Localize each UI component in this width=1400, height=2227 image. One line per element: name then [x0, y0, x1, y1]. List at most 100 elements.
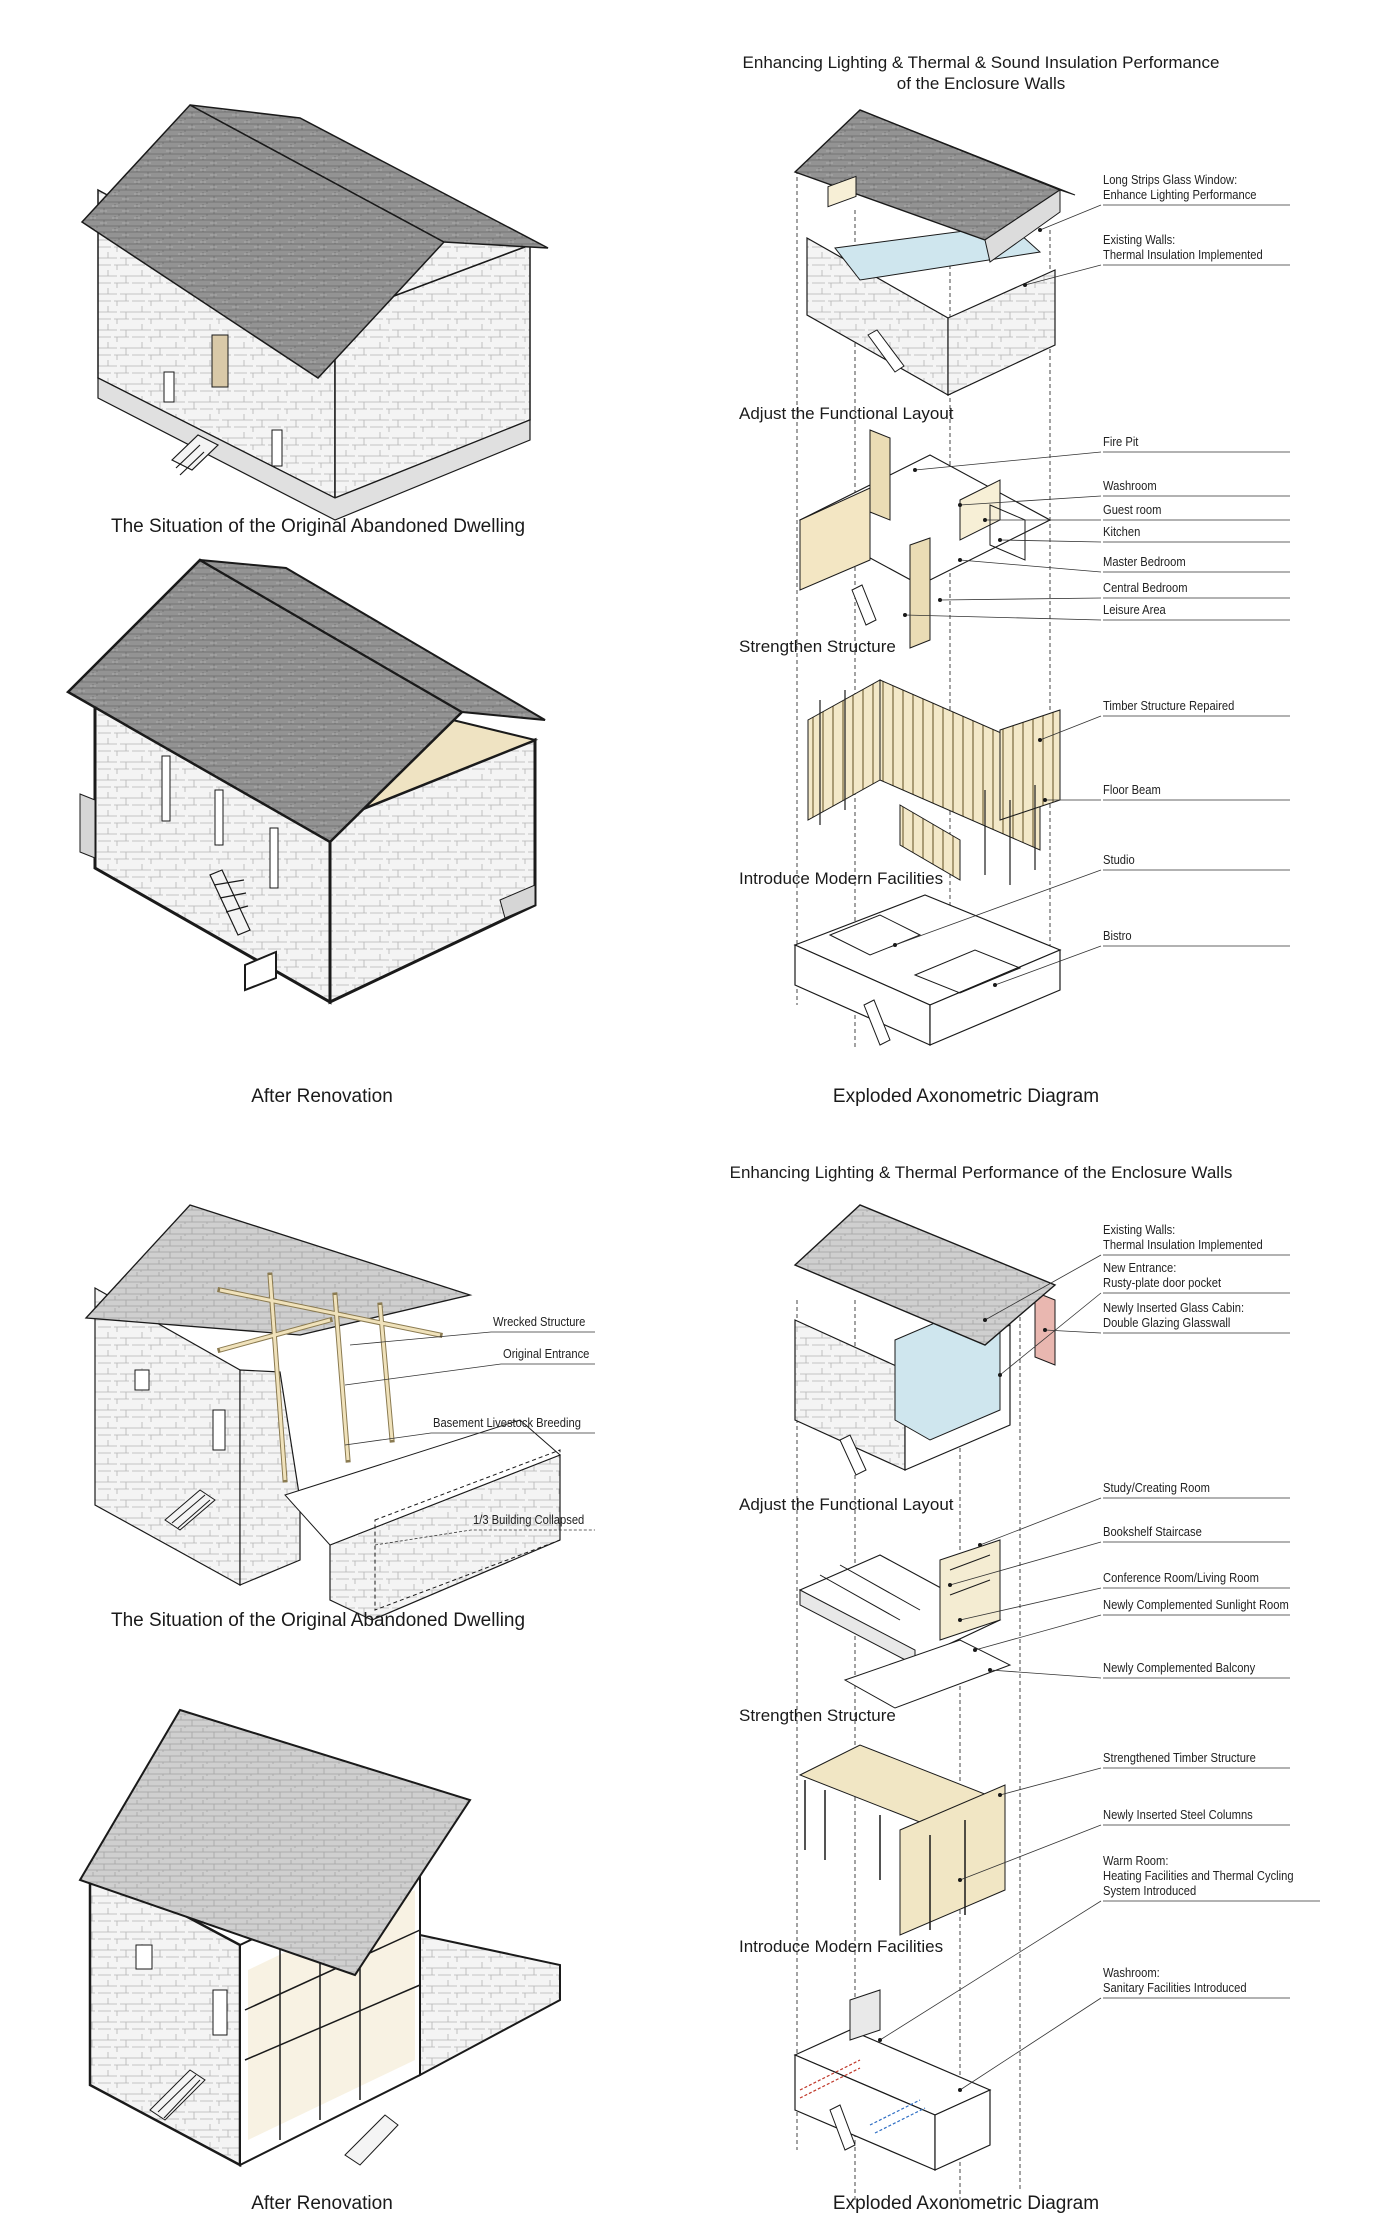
top-label-5-dot — [983, 518, 987, 522]
top-label-10-leader — [1039, 715, 1102, 741]
top-label-4-line-1: Washroom — [1103, 478, 1157, 493]
bottom-label-9-line-1: Strengthened Timber Structure — [1103, 1750, 1256, 1765]
bottom-label-3-leader — [1044, 1329, 1102, 1334]
bottom-label-7-dot — [973, 1648, 977, 1652]
top-label-3-line-1: Fire Pit — [1103, 434, 1139, 449]
top-label-10-dot — [1038, 738, 1042, 742]
bottom-label-6-leader — [959, 1587, 1102, 1621]
bottom-label-11-line-3: System Introduced — [1103, 1883, 1197, 1898]
top-label-3-dot — [913, 468, 917, 472]
top-label-4-dot — [958, 503, 962, 507]
bottom-label-11-line-2: Heating Facilities and Thermal Cycling — [1103, 1868, 1294, 1883]
bottom-label-11-dot — [878, 2038, 882, 2042]
top-label-6: Kitchen — [1103, 524, 1140, 539]
step-top-facilities: Introduce Modern Facilities — [739, 869, 944, 888]
caption-exploded-top: Exploded Axonometric Diagram — [832, 1086, 1100, 1107]
bottom-label-11-line-1: Warm Room: — [1103, 1853, 1169, 1868]
top-label-4: Washroom — [1103, 478, 1157, 493]
bottom-label-4-leader — [979, 1497, 1102, 1546]
caption-after-top: After Renovation — [251, 1086, 393, 1107]
bottom-label-10-leader — [959, 1824, 1102, 1881]
top-label-9-dot — [903, 613, 907, 617]
collapsed-dwelling-drawing — [84, 1204, 561, 1621]
caption-after-bottom: After Renovation — [251, 2193, 393, 2214]
top-label-1-leader — [1039, 204, 1102, 231]
top-label-7-dot — [958, 558, 962, 562]
top-label-10: Timber Structure Repaired — [1103, 698, 1234, 713]
bottom-label-10-dot — [958, 1878, 962, 1882]
top-label-11-dot — [1043, 798, 1047, 802]
top-label-6-leader — [999, 539, 1102, 543]
heading-top-line2: of the Enclosure Walls — [896, 74, 1066, 93]
top-label-7-leader — [959, 559, 1102, 573]
bottom-label-12-line-1: Washroom: — [1103, 1965, 1160, 1980]
step-bottom-structure: Strengthen Structure — [739, 1706, 896, 1725]
bottom-label-2-leader — [999, 1292, 1102, 1376]
bottom-label-4-line-1: Study/Creating Room — [1103, 1480, 1210, 1495]
original-dwelling-drawing — [80, 104, 549, 521]
bottom-label-2-dot — [998, 1373, 1002, 1377]
bottom-label-9: Strengthened Timber Structure — [1103, 1750, 1256, 1765]
top-label-6-line-1: Kitchen — [1103, 524, 1141, 539]
exploded-diagram-top — [793, 109, 1076, 1048]
bottom-label-12-leader — [959, 1997, 1102, 2091]
top-label-2-line-1: Existing Walls: — [1103, 232, 1176, 247]
bottom-label-1-leader — [984, 1254, 1102, 1321]
bottom-label-8-leader — [989, 1669, 1102, 1679]
bottom-label-12: Washroom:Sanitary Facilities Introduced — [1103, 1965, 1247, 1995]
step-top-layout: Adjust the Functional Layout — [739, 404, 954, 423]
bottom-label-8-dot — [988, 1668, 992, 1672]
heading-top-line1: Enhancing Lighting & Thermal & Sound Ins… — [742, 53, 1220, 72]
step-bottom-facilities: Introduce Modern Facilities — [739, 1937, 944, 1956]
top-label-12-dot — [893, 943, 897, 947]
bottom-label-5: Bookshelf Staircase — [1103, 1524, 1202, 1539]
top-label-2-line-2: Thermal Insulation Implemented — [1103, 247, 1263, 262]
top-label-5: Guest room — [1103, 502, 1161, 517]
bottom-label-5-dot — [948, 1583, 952, 1587]
top-label-8-leader — [939, 597, 1102, 601]
top-label-2: Existing Walls:Thermal Insulation Implem… — [1103, 232, 1263, 262]
bottom-label-8-line-1: Newly Complemented Balcony — [1103, 1660, 1256, 1675]
bottom-label-4-dot — [978, 1543, 982, 1547]
original-label-4: 1/3 Building Collapsed — [473, 1512, 585, 1527]
bottom-label-7: Newly Complemented Sunlight Room — [1103, 1597, 1289, 1612]
top-label-9-line-1: Leisure Area — [1103, 602, 1166, 617]
bottom-label-1-dot — [983, 1318, 987, 1322]
bottom-label-1-line-2: Thermal Insulation Implemented — [1103, 1237, 1263, 1252]
bottom-label-3-dot — [1043, 1328, 1047, 1332]
top-label-8-line-1: Central Bedroom — [1103, 580, 1188, 595]
bottom-label-4: Study/Creating Room — [1103, 1480, 1210, 1495]
top-label-4-leader — [959, 495, 1102, 506]
top-label-5-line-1: Guest room — [1103, 502, 1162, 517]
exploded-diagram-bottom — [793, 1204, 1057, 2200]
bottom-label-12-line-2: Sanitary Facilities Introduced — [1103, 1980, 1247, 1995]
bottom-label-5-line-1: Bookshelf Staircase — [1103, 1524, 1202, 1539]
renovated-collapsed-dwelling-drawing — [78, 1708, 561, 2168]
original-label-2-leader — [344, 1363, 595, 1386]
top-label-12-leader — [894, 869, 1102, 946]
bottom-label-2: New Entrance:Rusty-plate door pocket — [1103, 1260, 1221, 1290]
top-label-13-leader — [994, 945, 1102, 986]
top-label-9: Leisure Area — [1103, 602, 1166, 617]
top-label-1-line-1: Long Strips Glass Window: — [1103, 172, 1238, 187]
bottom-label-11: Warm Room:Heating Facilities and Thermal… — [1103, 1853, 1294, 1898]
top-label-11-line-1: Floor Beam — [1103, 782, 1161, 797]
bottom-label-3: Newly Inserted Glass Cabin:Double Glazin… — [1103, 1300, 1244, 1330]
caption-original-top: The Situation of the Original Abandoned … — [111, 516, 526, 537]
bottom-label-8: Newly Complemented Balcony — [1103, 1660, 1255, 1675]
top-label-8: Central Bedroom — [1103, 580, 1188, 595]
original-label-1-leader — [349, 1331, 595, 1346]
top-label-7-line-1: Master Bedroom — [1103, 554, 1186, 569]
top-label-1-dot — [1038, 228, 1042, 232]
bottom-label-11-leader — [879, 1900, 1102, 2041]
heading-top: Enhancing Lighting & Thermal & Sound Ins… — [743, 52, 1220, 94]
bottom-label-1: Existing Walls:Thermal Insulation Implem… — [1103, 1222, 1263, 1252]
caption-original-bottom: The Situation of the Original Abandoned … — [111, 1610, 526, 1631]
top-label-1: Long Strips Glass Window:Enhance Lightin… — [1103, 172, 1257, 202]
top-label-1-line-2: Enhance Lighting Performance — [1103, 187, 1257, 202]
bottom-label-9-dot — [998, 1793, 1002, 1797]
bottom-label-6: Conference Room/Living Room — [1103, 1570, 1259, 1585]
step-top-structure: Strengthen Structure — [739, 637, 896, 656]
top-label-8-dot — [938, 598, 942, 602]
